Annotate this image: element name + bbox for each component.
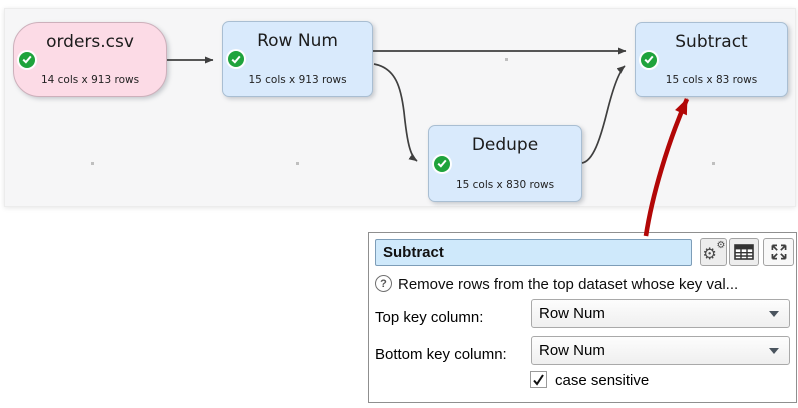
node-subtract[interactable]: Subtract 15 cols x 83 rows [635, 22, 788, 97]
node-subtitle: 15 cols x 830 rows [455, 179, 555, 191]
top-key-column-select[interactable]: Row Num [531, 299, 790, 328]
table-icon [734, 244, 754, 260]
bottom-key-column-value: Row Num [539, 342, 605, 359]
expand-icon [771, 244, 786, 260]
node-subtitle: 15 cols x 913 rows [248, 74, 347, 86]
gears-icon: ⚙⚙ [702, 240, 726, 263]
node-orders-csv[interactable]: orders.csv 14 cols x 913 rows [13, 22, 167, 97]
options-gears-button[interactable]: ⚙⚙ [700, 238, 727, 266]
status-ok-icon [641, 51, 657, 68]
grid-dot [91, 162, 94, 165]
node-row-num[interactable]: Row Num 15 cols x 913 rows [222, 21, 373, 97]
transform-description: Remove rows from the top dataset whose k… [398, 276, 739, 293]
chevron-down-icon [769, 311, 779, 317]
status-ok-icon [228, 51, 244, 67]
checkmark-icon [533, 373, 544, 386]
top-key-column-value: Row Num [539, 305, 605, 322]
top-key-column-label: Top key column: [375, 309, 484, 326]
grid-dot [296, 162, 299, 165]
node-dedupe[interactable]: Dedupe 15 cols x 830 rows [428, 125, 582, 202]
chevron-down-icon [769, 348, 779, 354]
status-ok-icon [19, 51, 35, 68]
maximize-panel-button[interactable] [763, 238, 794, 266]
grid-dot [505, 58, 508, 61]
node-title: Row Num [257, 31, 338, 51]
node-title: Subtract [675, 32, 748, 52]
show-table-button[interactable] [729, 238, 759, 266]
node-subtitle: 14 cols x 913 rows [40, 74, 140, 86]
node-title: Dedupe [471, 135, 539, 155]
case-sensitive-checkbox[interactable] [530, 371, 547, 388]
status-ok-icon [434, 155, 450, 172]
case-sensitive-label: case sensitive [555, 372, 650, 389]
node-title: orders.csv [46, 32, 134, 52]
bottom-key-column-label: Bottom key column: [375, 346, 507, 363]
transform-name-input[interactable] [375, 239, 692, 266]
properties-panel: ⚙⚙ ? Remove r [368, 232, 797, 403]
node-subtitle: 15 cols x 83 rows [665, 74, 758, 86]
help-question-icon[interactable]: ? [375, 275, 392, 292]
grid-dot [712, 162, 715, 165]
bottom-key-column-select[interactable]: Row Num [531, 336, 790, 365]
